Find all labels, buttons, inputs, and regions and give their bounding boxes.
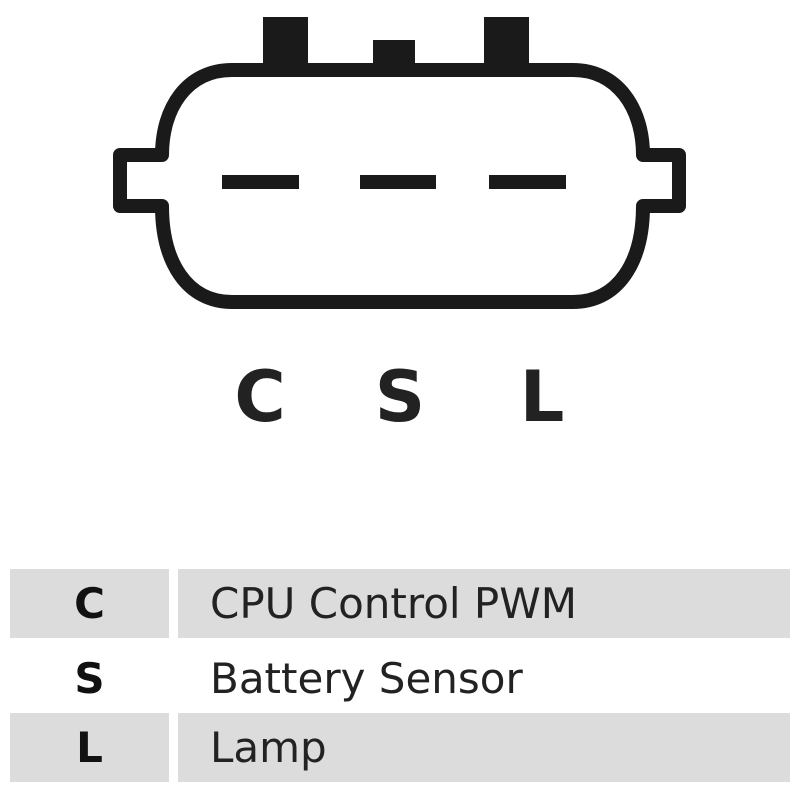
legend-row-c: C CPU Control PWM bbox=[10, 569, 790, 638]
pin-label-s: S bbox=[374, 356, 426, 438]
connector-tab-left bbox=[263, 17, 308, 70]
legend-code-l: L bbox=[10, 713, 169, 782]
pin-label-l: L bbox=[519, 356, 565, 438]
pin-blade-s bbox=[360, 175, 436, 189]
legend-row-l: L Lamp bbox=[10, 713, 790, 782]
connector-tab-center bbox=[373, 40, 415, 70]
legend-description-l: Lamp bbox=[178, 713, 790, 782]
legend-row-s: S Battery Sensor bbox=[10, 644, 790, 713]
legend-code-s: S bbox=[74, 654, 105, 703]
legend-description-s: Battery Sensor bbox=[210, 654, 523, 703]
pin-label-c: C bbox=[234, 356, 286, 438]
pin-blade-l bbox=[489, 175, 566, 189]
legend-description-c: CPU Control PWM bbox=[178, 569, 790, 638]
connector-tab-right bbox=[484, 17, 529, 70]
pin-blade-c bbox=[222, 175, 299, 189]
legend-code-c: C bbox=[10, 569, 169, 638]
